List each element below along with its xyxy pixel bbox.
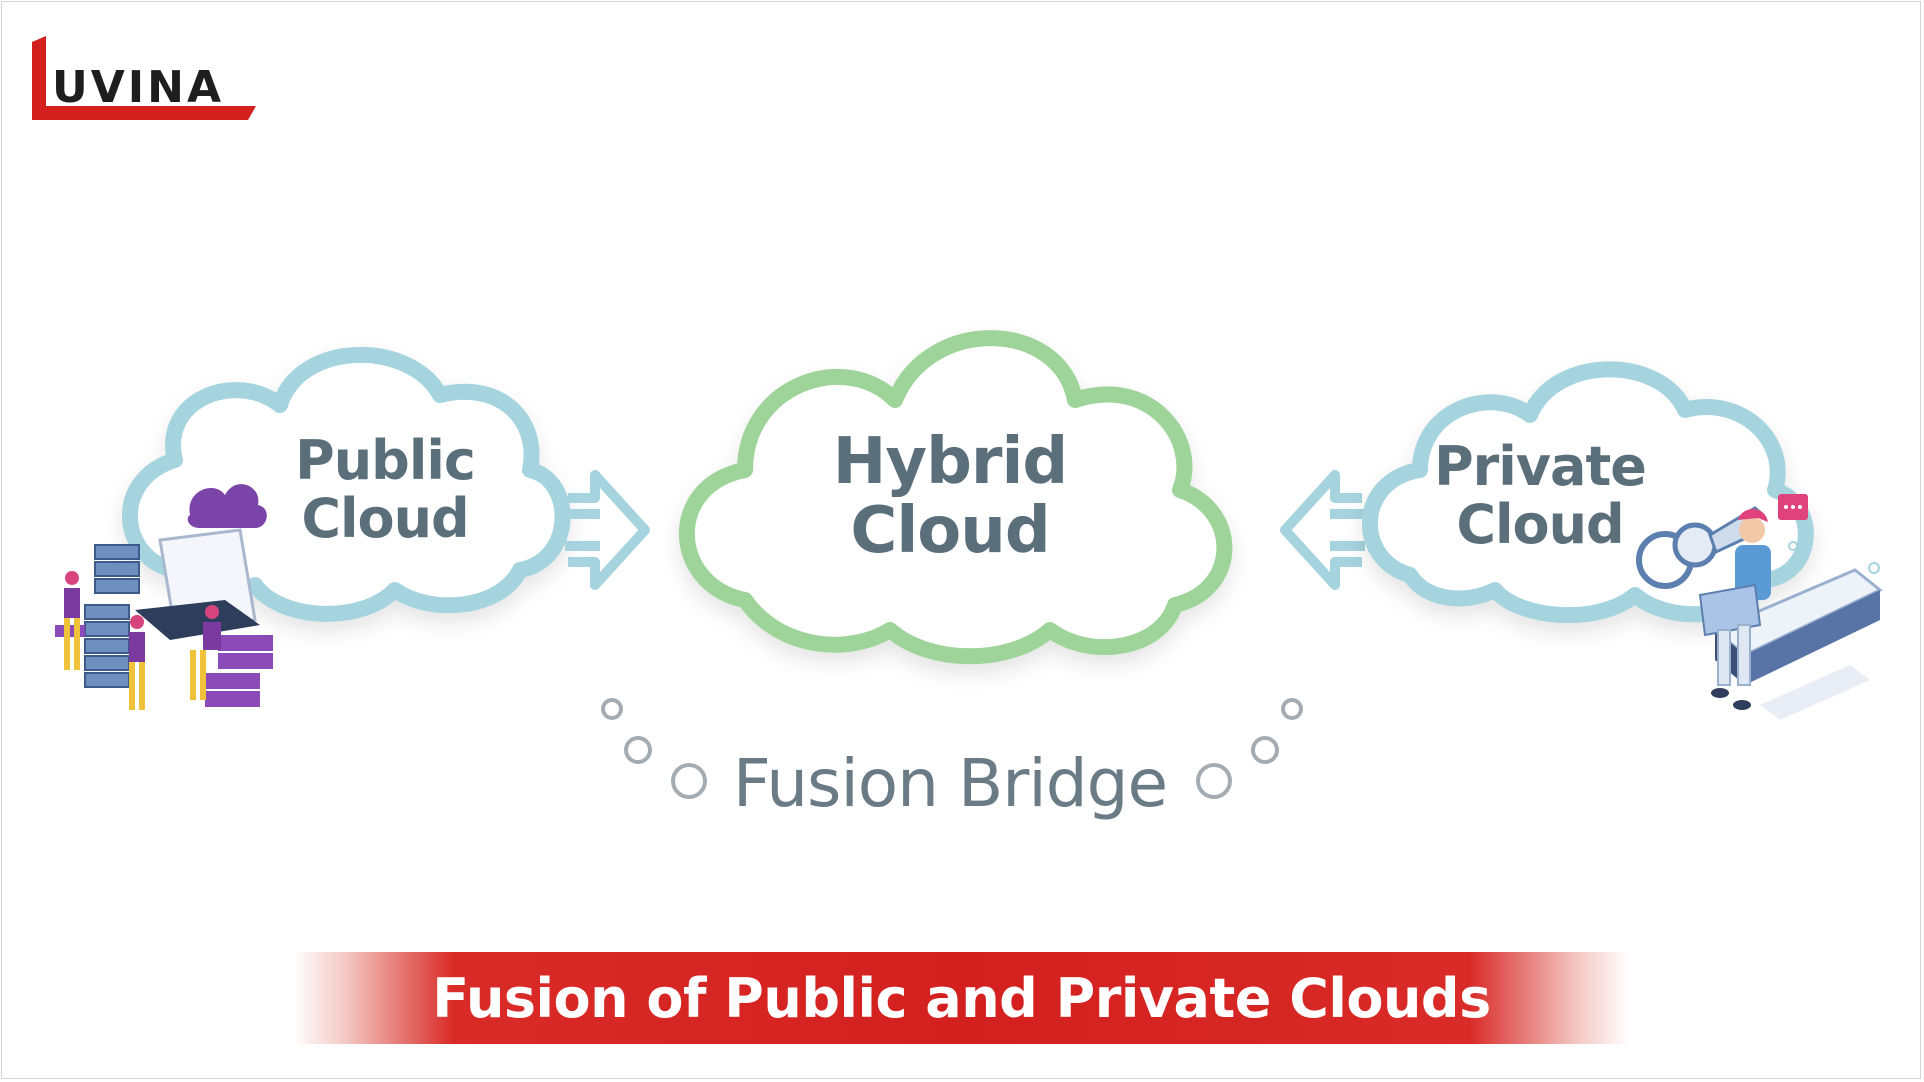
hybrid-cloud-text: Hybrid Cloud: [832, 425, 1068, 569]
banner-title: Fusion of Public and Private Clouds: [432, 966, 1491, 1030]
hybrid-cloud-icon: [678, 330, 1233, 665]
key-illustration: [1636, 494, 1880, 589]
public-cloud-text: Public Cloud: [295, 429, 476, 551]
fusion-bridge-label: Fusion Bridge: [732, 745, 1168, 822]
title-banner: Fusion of Public and Private Clouds: [293, 952, 1630, 1044]
private-cloud-text: Private Cloud: [1434, 435, 1647, 557]
logo-text: UVINA: [52, 62, 224, 113]
bridge-bubbles-right: [1196, 698, 1303, 799]
arrow-left-icon: [1280, 470, 1365, 590]
uvina-logo: UVINA: [30, 36, 260, 122]
private-cloud-label: Private Cloud: [1430, 435, 1650, 557]
hybrid-cloud-label: Hybrid Cloud: [800, 425, 1100, 569]
public-cloud-label: Public Cloud: [275, 429, 495, 551]
person-laptop-illustration: [1698, 508, 1883, 720]
servers-illustration: [55, 484, 273, 710]
bridge-bubbles-left: [601, 698, 707, 799]
arrow-right-icon: [565, 470, 650, 590]
